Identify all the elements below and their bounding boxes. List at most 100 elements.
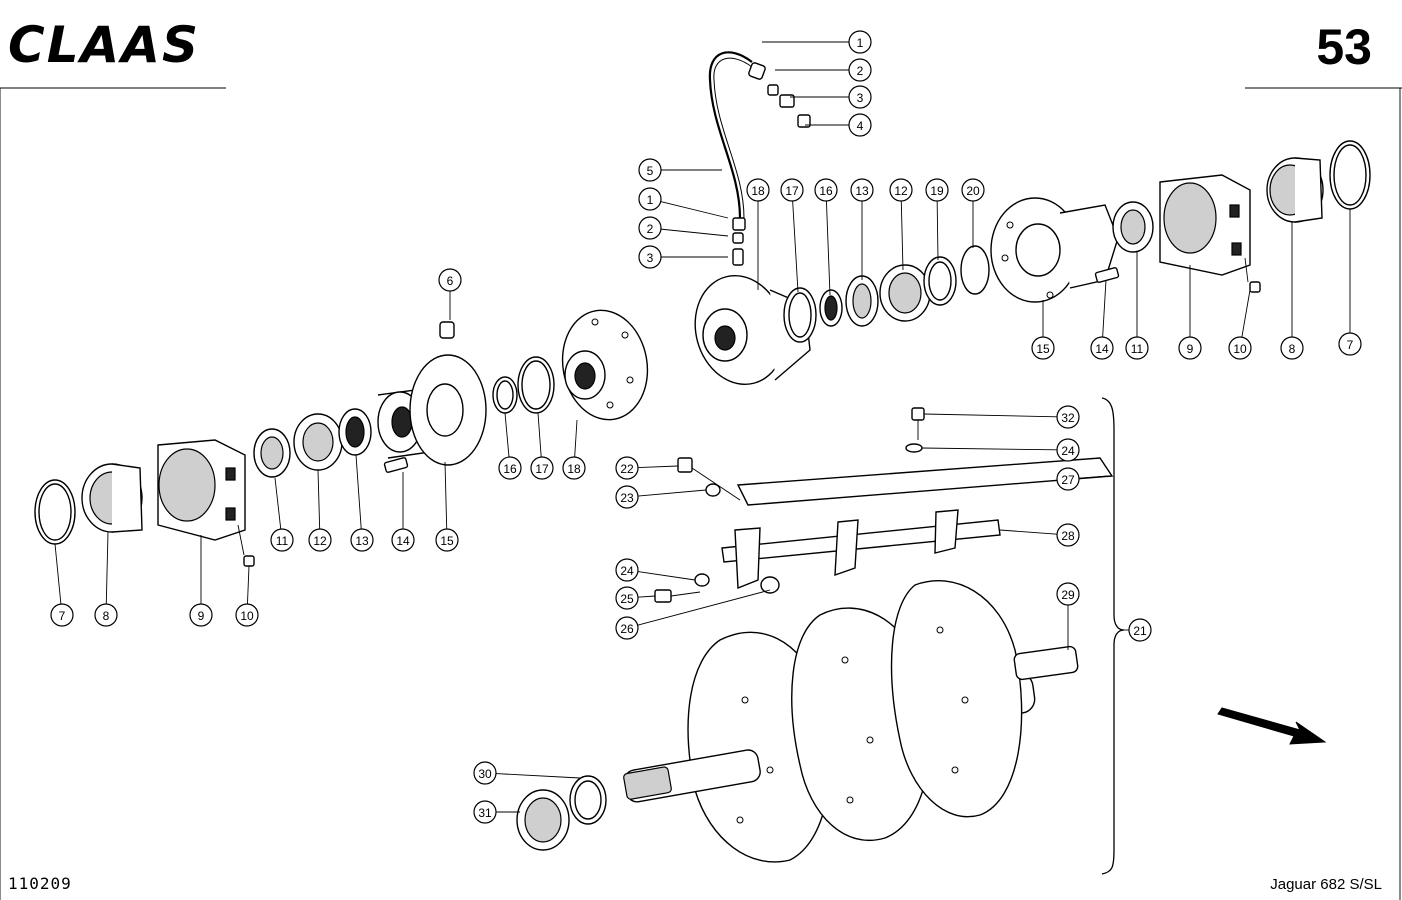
right-sprocket-hub	[990, 197, 1120, 303]
callout-16: 16	[498, 412, 522, 480]
left-seal-rings-outer	[492, 356, 555, 414]
callout-leader-line	[637, 589, 771, 626]
callout-number: 13	[855, 184, 869, 198]
callout-8: 8	[94, 531, 118, 627]
callout-circle	[1178, 336, 1202, 360]
callout-10: 10	[1228, 289, 1252, 360]
callout-12: 12	[889, 178, 913, 271]
callout-11: 11	[1125, 252, 1149, 360]
callout-circle	[848, 30, 872, 54]
callout-circle	[961, 178, 985, 202]
callout-leader-line	[792, 200, 799, 293]
callout-number: 1	[857, 36, 864, 50]
right-bearing-block	[1112, 174, 1261, 293]
callout-28: 28	[999, 523, 1080, 547]
callout-leader-line	[637, 595, 656, 598]
callout-leader-line	[274, 477, 282, 530]
callout-16: 16	[814, 178, 838, 296]
callout-circle	[1228, 336, 1252, 360]
drawing-number: 110209	[8, 874, 72, 893]
rotor-shaft-assembly	[623, 580, 1079, 863]
callout-3: 3	[638, 245, 728, 269]
callout-leader-line	[355, 454, 362, 530]
callout-number: 23	[620, 491, 634, 505]
callout-circle	[391, 528, 415, 552]
callout-leader-line	[317, 469, 321, 530]
callout-number: 28	[1061, 529, 1075, 543]
callout-circle	[615, 616, 639, 640]
callout-circle	[615, 586, 639, 610]
claas-logo-text: CLAAS	[8, 18, 200, 68]
callout-leader-line	[825, 200, 831, 296]
callout-number: 8	[1289, 342, 1296, 356]
callout-7: 7	[1338, 209, 1362, 356]
callout-circle	[638, 216, 662, 240]
callout-number: 17	[785, 184, 799, 198]
callout-circle	[350, 528, 374, 552]
callout-24: 24	[921, 438, 1080, 462]
claas-logo: CLAAS	[8, 18, 200, 68]
callout-number: 9	[198, 609, 205, 623]
callout-20: 20	[961, 178, 985, 248]
callout-number: 31	[478, 806, 492, 820]
callout-circle	[848, 58, 872, 82]
callout-circle	[473, 761, 497, 785]
direction-arrow	[1217, 707, 1327, 745]
callout-circle	[615, 558, 639, 582]
left-circlip-and-bushing	[34, 463, 143, 545]
callout-number: 8	[103, 609, 110, 623]
callout-leader-line	[1102, 279, 1107, 338]
callout-number: 27	[1061, 473, 1075, 487]
callout-18: 18	[562, 419, 586, 480]
right-bushing-and-circlip	[1266, 140, 1371, 223]
callout-3: 3	[790, 85, 872, 109]
callout-circle	[848, 113, 872, 137]
callout-leader-line	[54, 543, 62, 605]
callout-number: 14	[396, 534, 410, 548]
callout-number: 4	[857, 119, 864, 133]
callout-number: 9	[1187, 342, 1194, 356]
callout-circle	[925, 178, 949, 202]
callout-2: 2	[638, 216, 729, 240]
callout-number: 6	[447, 274, 454, 288]
callout-leader-line	[1241, 289, 1251, 338]
callout-circle	[1280, 336, 1304, 360]
callout-32: 32	[923, 405, 1080, 429]
shaft-clamp-and-bearing	[516, 775, 607, 851]
callout-circle	[1056, 582, 1080, 606]
callout-1: 1	[762, 30, 872, 54]
callout-9: 9	[1178, 265, 1202, 360]
callout-leader-line	[999, 529, 1058, 535]
callout-14: 14	[391, 472, 415, 552]
callout-number: 24	[620, 564, 634, 578]
callout-30: 30	[473, 761, 581, 785]
callout-26: 26	[615, 589, 771, 640]
callout-circle	[1338, 332, 1362, 356]
callout-number: 10	[1233, 342, 1247, 356]
callout-11: 11	[270, 477, 294, 552]
callout-number: 18	[567, 462, 581, 476]
callout-7: 7	[50, 543, 74, 627]
callout-number: 25	[620, 592, 634, 606]
left-bearing-block	[157, 439, 255, 567]
callout-leader-line	[637, 465, 679, 469]
callout-number: 7	[1347, 338, 1354, 352]
callout-circle	[1031, 336, 1055, 360]
callout-1: 1	[638, 187, 729, 219]
callout-29: 29	[1056, 582, 1080, 650]
callout-8: 8	[1280, 222, 1304, 360]
callout-10: 10	[235, 565, 259, 627]
callout-leader-line	[444, 461, 448, 530]
callout-6: 6	[438, 268, 462, 320]
callout-leader-line	[637, 489, 707, 497]
model-name: Jaguar 682 S/SL	[1270, 876, 1382, 893]
callout-9: 9	[189, 535, 213, 627]
callout-leader-line	[105, 531, 109, 605]
callout-number: 18	[751, 184, 765, 198]
callout-number: 32	[1061, 411, 1075, 425]
callout-number: 24	[1061, 444, 1075, 458]
callout-12: 12	[308, 469, 332, 552]
left-seal-rings	[253, 408, 409, 478]
knife-bar-assembly	[654, 407, 1114, 603]
